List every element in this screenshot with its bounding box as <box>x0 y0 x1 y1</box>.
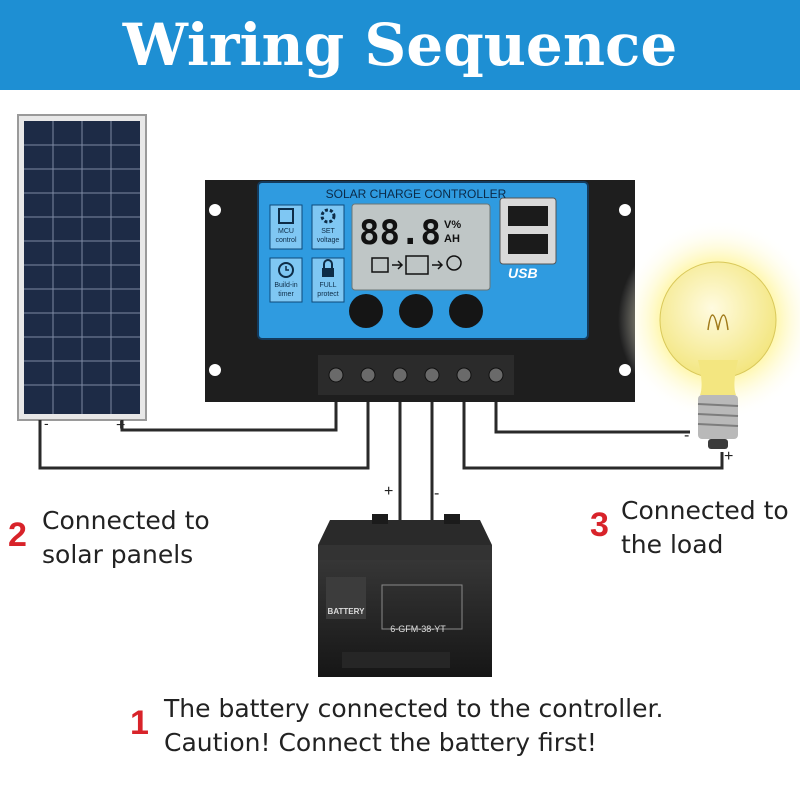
page-title: Wiring Sequence <box>122 11 678 79</box>
down-button[interactable] <box>449 294 483 328</box>
step-1-text: The battery connected to the controller.… <box>164 692 663 760</box>
chip-icon <box>278 208 294 224</box>
panel-negative-wire <box>38 388 370 470</box>
feature-mcu-line1: MCU <box>278 228 294 235</box>
feature-timer-line2: timer <box>278 291 294 298</box>
step-1-line-1: The battery connected to the controller. <box>164 694 664 723</box>
wires <box>38 388 724 545</box>
battery-model: 6-GFM-38-YT <box>390 624 446 634</box>
charge-controller <box>205 180 635 402</box>
light-bulb <box>618 220 800 449</box>
battery-pos-label: + <box>384 483 393 500</box>
step-3-number: 3 <box>590 506 609 544</box>
feature-set-line1: SET <box>321 228 335 235</box>
lcd-unit-top: V% <box>444 219 461 231</box>
feature-protect-line1: FULL <box>319 282 336 289</box>
load-neg-label: - <box>684 427 689 444</box>
step-2-text: Connected to solar panels <box>42 504 210 572</box>
feature-timer-line1: Build-in <box>274 282 297 289</box>
wiring-diagram: - + <box>17 114 800 677</box>
gear-icon <box>320 208 336 224</box>
lcd-unit-bottom: AH <box>444 233 460 245</box>
controller-label: SOLAR CHARGE CONTROLLER <box>326 187 507 201</box>
step-1-line-2: Caution! Connect the battery first! <box>164 728 597 757</box>
step-1-number: 1 <box>130 704 149 742</box>
menu-button[interactable] <box>349 294 383 328</box>
lcd-digits: 88.8 <box>359 213 441 253</box>
title-banner <box>0 0 800 90</box>
feature-mcu-line2: control <box>275 237 296 244</box>
panel-neg-label: - <box>44 415 49 431</box>
step-2-line-2: solar panels <box>42 540 194 569</box>
step-3-line-1: Connected to <box>621 496 789 525</box>
clock-icon <box>278 262 294 278</box>
feature-protect-line2: protect <box>317 291 338 298</box>
step-3-text: Connected to the load <box>621 494 789 562</box>
step-3-line-2: the load <box>621 530 724 559</box>
up-button[interactable] <box>399 294 433 328</box>
battery <box>318 514 492 677</box>
lock-icon <box>322 259 334 277</box>
step-2-line-1: Connected to <box>42 506 210 535</box>
battery-brand: BATTERY <box>328 607 366 616</box>
battery-neg-label: - <box>434 485 439 502</box>
step-2-number: 2 <box>8 516 27 554</box>
load-negative-wire <box>462 388 724 470</box>
feature-set-line2: voltage <box>317 237 340 244</box>
load-positive-wire <box>494 388 690 434</box>
panel-positive-wire <box>120 388 338 432</box>
usb-label: USB <box>508 265 538 281</box>
lcd-flow-icons <box>371 255 462 275</box>
solar-panel <box>17 114 147 421</box>
load-pos-label: + <box>724 448 733 465</box>
